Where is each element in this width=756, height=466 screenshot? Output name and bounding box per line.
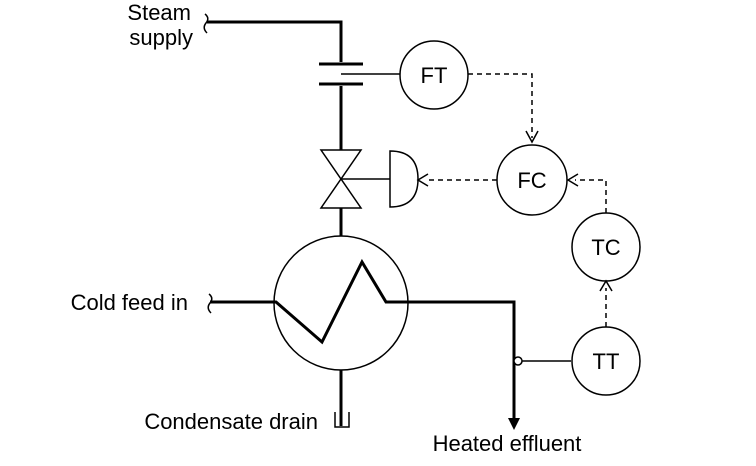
condensate-drain-label: Condensate drain [144,409,318,434]
effluent-arrow-icon [508,418,520,430]
valve-actuator [389,150,419,208]
arrow-up-icon [599,279,613,292]
steam-break-icon [203,13,209,34]
instrument-ft: FT [399,40,469,110]
heated-effluent-label: Heated effluent [433,431,582,456]
arrow-down-icon [525,130,539,144]
arrow-left-icon [566,173,579,187]
instrument-fc: FC [496,144,568,216]
instrument-ft-label: FT [421,63,448,88]
arrow-left-icon [416,173,429,187]
steam-supply-label-line1: Steam [127,0,191,25]
control-valve [319,149,390,209]
cold-feed-label: Cold feed in [71,290,188,315]
steam-supply-line [207,20,343,236]
sensing-point [513,356,523,366]
instrument-tt-label: TT [593,349,620,374]
signal-tc-to-fc [575,179,607,213]
cold-feed-break-icon [207,293,213,314]
signal-ft-to-fc [468,73,533,138]
instrument-tc: TC [571,212,641,282]
steam-supply-label-line2: supply [129,25,193,50]
instrument-tc-label: TC [591,235,620,260]
instrument-fc-label: FC [517,168,546,193]
condensate-trap-icon [334,412,350,428]
exchanger-coil [210,258,516,422]
orifice-plate [319,62,363,86]
instrument-tt: TT [571,326,641,396]
